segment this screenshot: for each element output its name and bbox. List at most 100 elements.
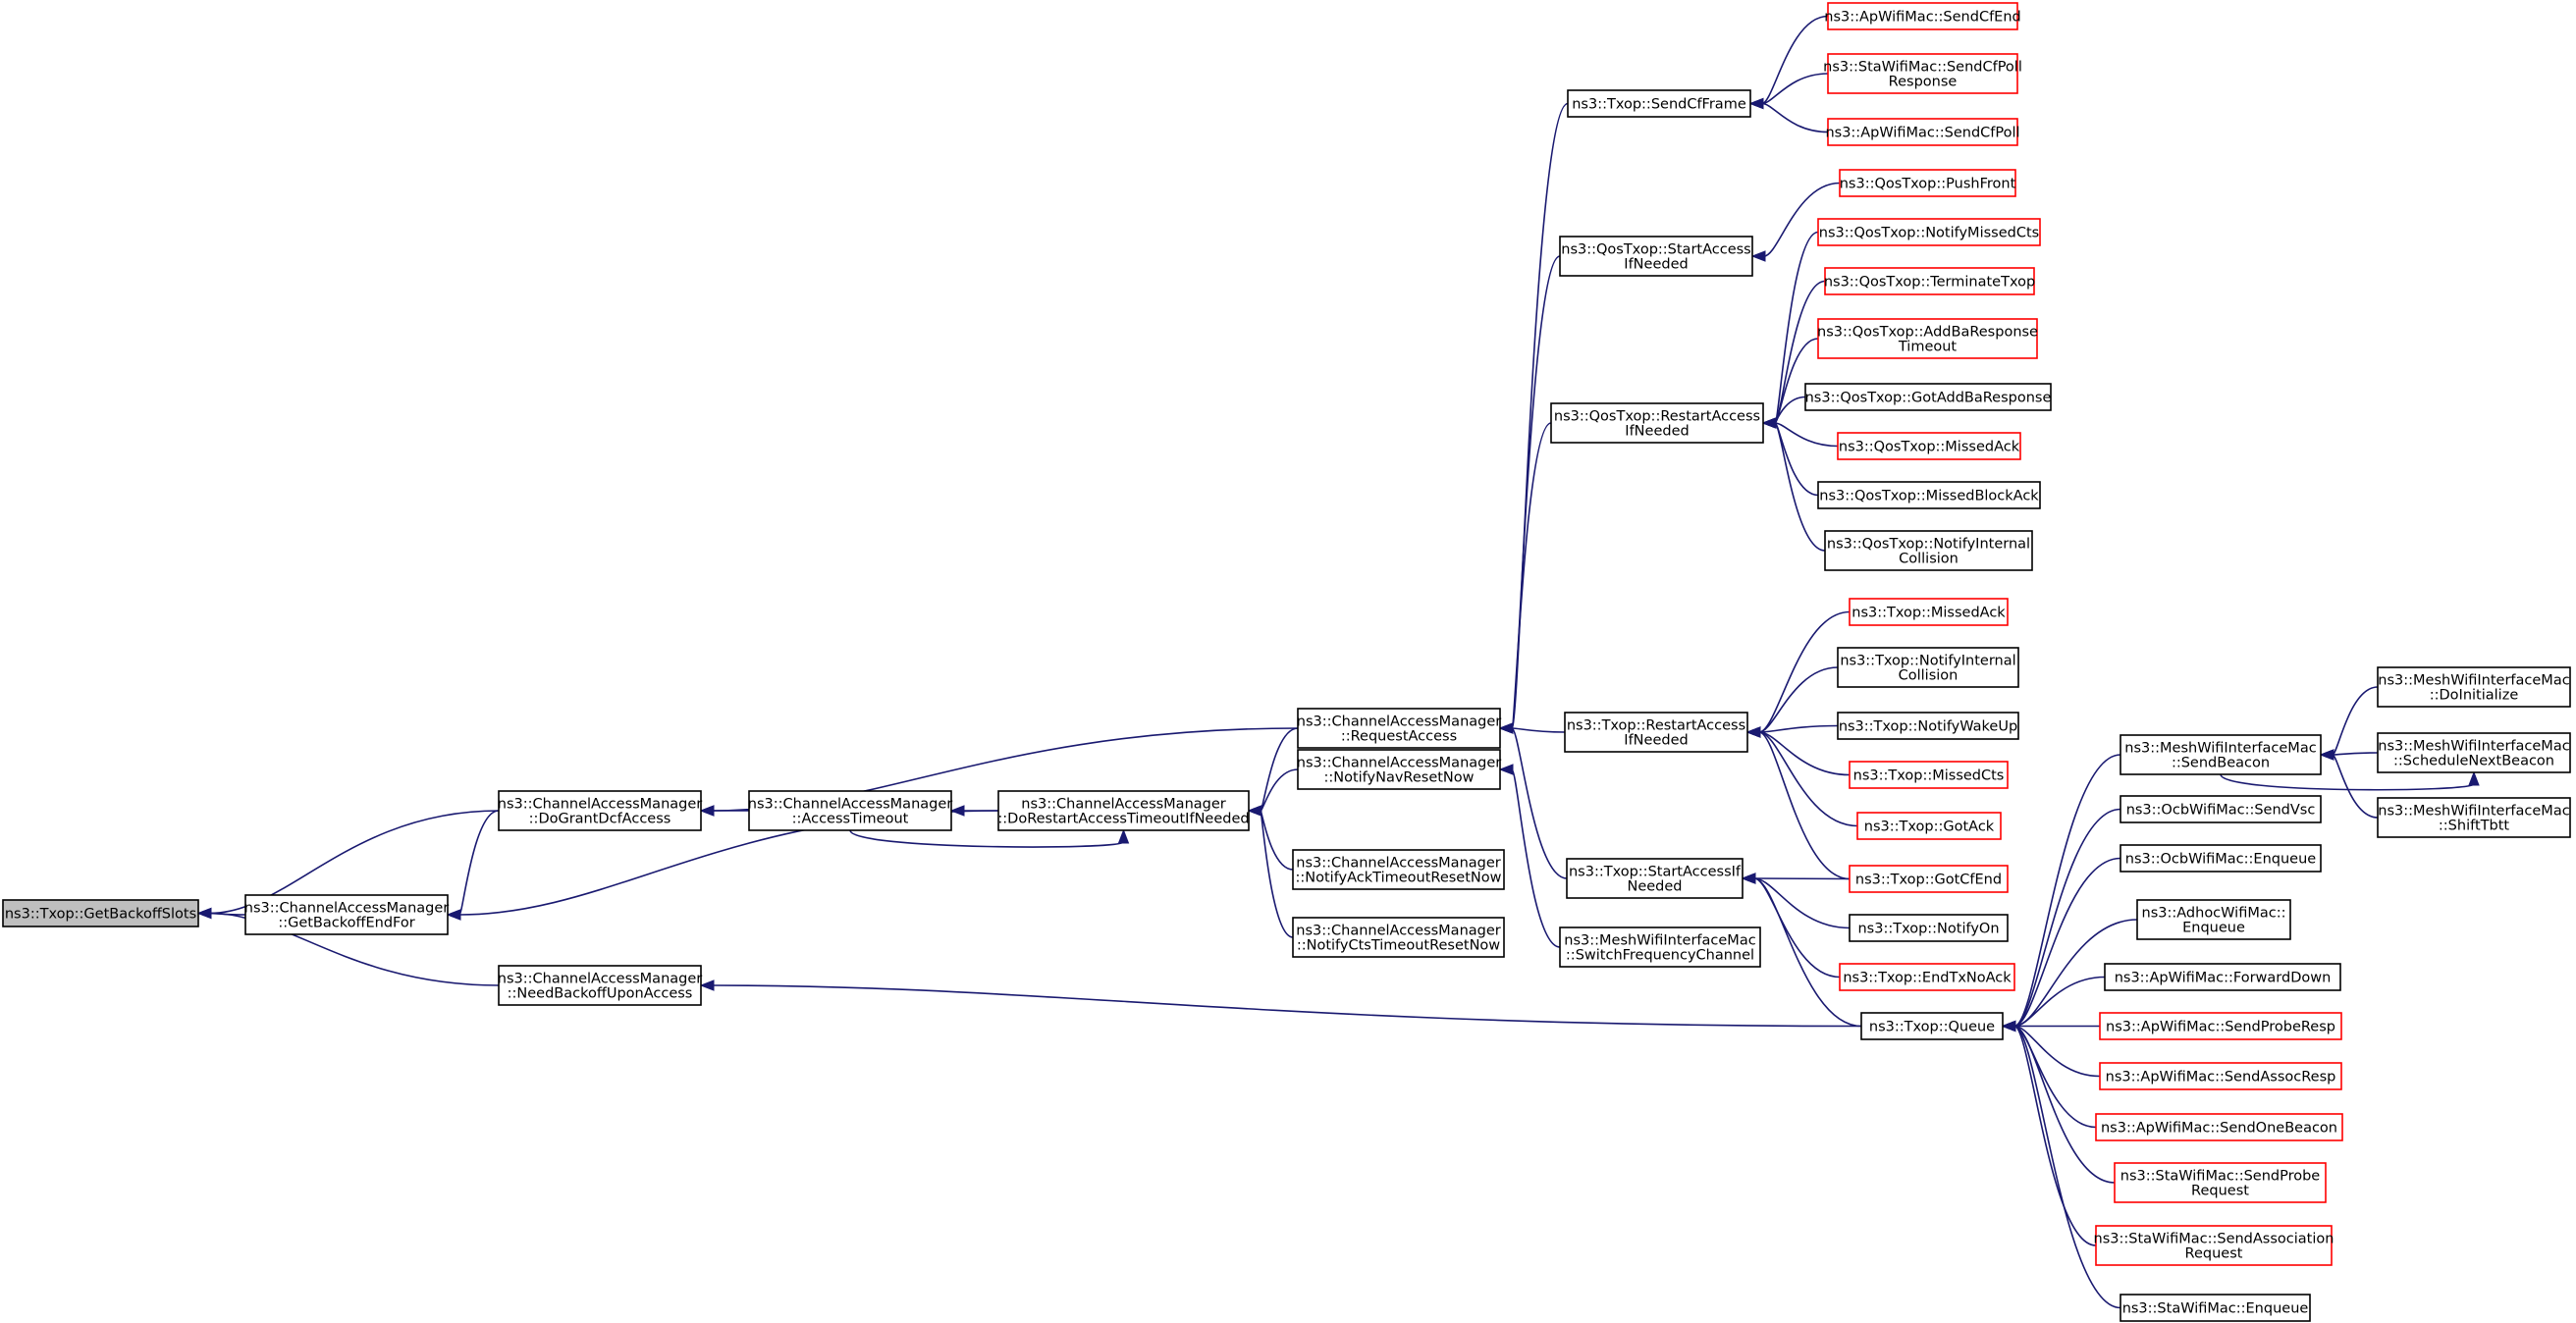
node-apsendproberesp[interactable]: ns3::ApWifiMac::SendProbeResp	[2099, 1012, 2342, 1040]
node-getbackoffendfor[interactable]: ns3::ChannelAccessManager::GetBackoffEnd…	[244, 894, 450, 935]
node-qosterminatetxop[interactable]: ns3::QosTxop::TerminateTxop	[1824, 267, 2035, 295]
edge-meshsendbeacon-to-meshdoinitialize	[2319, 686, 2379, 761]
node-box	[1550, 402, 1764, 444]
node-label: ns3::Txop::GetBackoffSlots	[5, 907, 196, 923]
node-apsendassocresp[interactable]: ns3::ApWifiMac::SendAssocResp	[2099, 1062, 2342, 1090]
node-box	[1856, 812, 2002, 840]
node-label: ns3::Txop::MissedAck	[1852, 606, 2006, 621]
node-label: ns3::StaWifiMac::SendAssociation	[2094, 1232, 2334, 1247]
edge-arrowhead	[1741, 873, 1756, 884]
node-dorestartaccesstimeout[interactable]: ns3::ChannelAccessManager::DoRestartAcce…	[997, 790, 1250, 831]
node-box	[498, 790, 702, 831]
edge-line	[1753, 877, 1862, 1028]
node-meshshifttbtt[interactable]: ns3::MeshWifiInterfaceMac::ShiftTbtt	[2377, 797, 2571, 838]
node-label: ::RequestAccess	[1341, 729, 1457, 745]
node-notifynavresetnow[interactable]: ns3::ChannelAccessManager::NotifyNavRese…	[1297, 749, 1502, 790]
node-apsendonebeacon[interactable]: ns3::ApWifiMac::SendOneBeacon	[2095, 1113, 2343, 1141]
node-meshdoinitialize[interactable]: ns3::MeshWifiInterfaceMac::DoInitialize	[2377, 666, 2571, 708]
node-txopgotack[interactable]: ns3::Txop::GotAck	[1856, 812, 2002, 840]
node-txopendtxnoack[interactable]: ns3::Txop::EndTxNoAck	[1839, 963, 2015, 991]
node-box	[1297, 708, 1501, 749]
node-txopnotifyon[interactable]: ns3::Txop::NotifyOn	[1849, 914, 2009, 942]
edge-line	[2220, 773, 2475, 791]
node-switchfrequencychannel[interactable]: ns3::MeshWifiInterfaceMac::SwitchFrequen…	[1559, 926, 1761, 968]
edge-line	[1774, 231, 1819, 424]
node-notifyctstimeoutresetnow[interactable]: ns3::ChannelAccessManager::NotifyCtsTime…	[1292, 917, 1505, 958]
node-apsendcfend[interactable]: ns3::ApWifiMac::SendCfEnd	[1824, 2, 2021, 30]
node-qospushfront[interactable]: ns3::QosTxop::PushFront	[1839, 169, 2016, 197]
node-box	[2120, 844, 2322, 873]
node-ocbenqueue[interactable]: ns3::OcbWifiMac::Enqueue	[2120, 844, 2322, 873]
node-txopmissedack[interactable]: ns3::Txop::MissedAck	[1849, 598, 2009, 626]
node-accesstimeout[interactable]: ns3::ChannelAccessManager::AccessTimeout	[748, 790, 953, 831]
node-txopmissedcts[interactable]: ns3::Txop::MissedCts	[1849, 761, 2009, 789]
node-getbackoffslots[interactable]: ns3::Txop::GetBackoffSlots	[2, 899, 199, 927]
edge-line	[1758, 731, 1851, 880]
node-meshsendbeacon[interactable]: ns3::MeshWifiInterfaceMac::SendBeacon	[2120, 734, 2322, 775]
node-qosgotaddbaresponse[interactable]: ns3::QosTxop::GotAddBaResponse	[1804, 383, 2052, 411]
node-label: Response	[1889, 75, 1958, 90]
edge-arrowhead	[1498, 722, 1514, 734]
node-label: ns3::ApWifiMac::SendCfEnd	[1824, 10, 2021, 26]
node-ocbsendvsc[interactable]: ns3::OcbWifiMac::SendVsc	[2120, 795, 2322, 823]
node-requestaccess[interactable]: ns3::ChannelAccessManager::RequestAccess	[1297, 708, 1502, 749]
edge-line	[1511, 768, 1561, 948]
edge-sendcfframe-to-apsendcfpoll	[1748, 97, 1829, 133]
node-needbackoffuponaccess[interactable]: ns3::ChannelAccessManager::NeedBackoffUp…	[498, 965, 703, 1006]
node-box	[2120, 734, 2322, 775]
node-qosnotifymissedcts[interactable]: ns3::QosTxop::NotifyMissedCts	[1817, 218, 2041, 246]
edge-arrowhead	[196, 907, 212, 920]
node-notifyacktimeoutresetnow[interactable]: ns3::ChannelAccessManager::NotifyAckTime…	[1292, 849, 1505, 890]
edge-requestaccess-to-qosrestartaccessifneeded	[1498, 422, 1552, 734]
node-label: ns3::AdhocWifiMac::	[2142, 906, 2286, 922]
node-label: ns3::Txop::MissedCts	[1853, 768, 2005, 784]
node-box	[1817, 218, 2041, 246]
node-label: ::GetBackoffEndFor	[278, 916, 414, 931]
edge-arrowhead	[2001, 1020, 2016, 1032]
node-staenqueue[interactable]: ns3::StaWifiMac::Enqueue	[2120, 1294, 2311, 1322]
edge-txopstartaccessifneeded-to-txopqueue	[1741, 873, 1862, 1028]
node-txopqueue[interactable]: ns3::Txop::Queue	[1860, 1012, 2004, 1040]
edge-line	[849, 829, 1125, 848]
node-box	[2136, 899, 2291, 940]
node-meshschedulenextbeacon[interactable]: ns3::MeshWifiInterfaceMac::ScheduleNextB…	[2377, 732, 2571, 773]
node-txopgotcfend[interactable]: ns3::Txop::GotCfEnd	[1849, 865, 2009, 893]
node-qosmissedblockack[interactable]: ns3::QosTxop::MissedBlockAck	[1817, 481, 2041, 509]
node-label: ns3::Txop::NotifyInternal	[1840, 654, 2015, 669]
node-label: ns3::MeshWifiInterfaceMac	[1564, 933, 1755, 949]
node-apsendcfpoll[interactable]: ns3::ApWifiMac::SendCfPoll	[1825, 118, 2020, 146]
node-label: ::NeedBackoffUponAccess	[508, 986, 693, 1002]
node-label: ::SendBeacon	[2172, 756, 2270, 771]
node-box	[1564, 712, 1748, 753]
node-sendcfframe[interactable]: ns3::Txop::SendCfFrame	[1567, 89, 1751, 118]
node-qosmissedack[interactable]: ns3::QosTxop::MissedAck	[1837, 432, 2021, 460]
node-label: ns3::ChannelAccessManager	[498, 797, 703, 813]
node-box	[2095, 1225, 2333, 1266]
node-dograntdcfaccess[interactable]: ns3::ChannelAccessManager::DoGrantDcfAcc…	[498, 790, 703, 831]
node-box	[1824, 267, 2035, 295]
node-box	[1827, 53, 2018, 94]
node-label: ns3::StaWifiMac::SendProbe	[2120, 1169, 2321, 1185]
node-box	[748, 790, 952, 831]
node-label: ns3::Txop::StartAccessIf	[1569, 865, 1742, 880]
node-adhocenqueue[interactable]: ns3::AdhocWifiMac::Enqueue	[2136, 899, 2291, 940]
node-box	[1292, 849, 1505, 890]
edge-arrowhead	[699, 979, 715, 991]
node-box	[1839, 169, 2016, 197]
node-label: ns3::QosTxop::NotifyMissedCts	[1819, 226, 2039, 241]
node-apforwarddown[interactable]: ns3::ApWifiMac::ForwardDown	[2104, 963, 2341, 991]
node-txopnotifywakeup[interactable]: ns3::Txop::NotifyWakeUp	[1837, 712, 2019, 740]
node-box	[1566, 858, 1744, 899]
node-box	[1837, 712, 2019, 740]
